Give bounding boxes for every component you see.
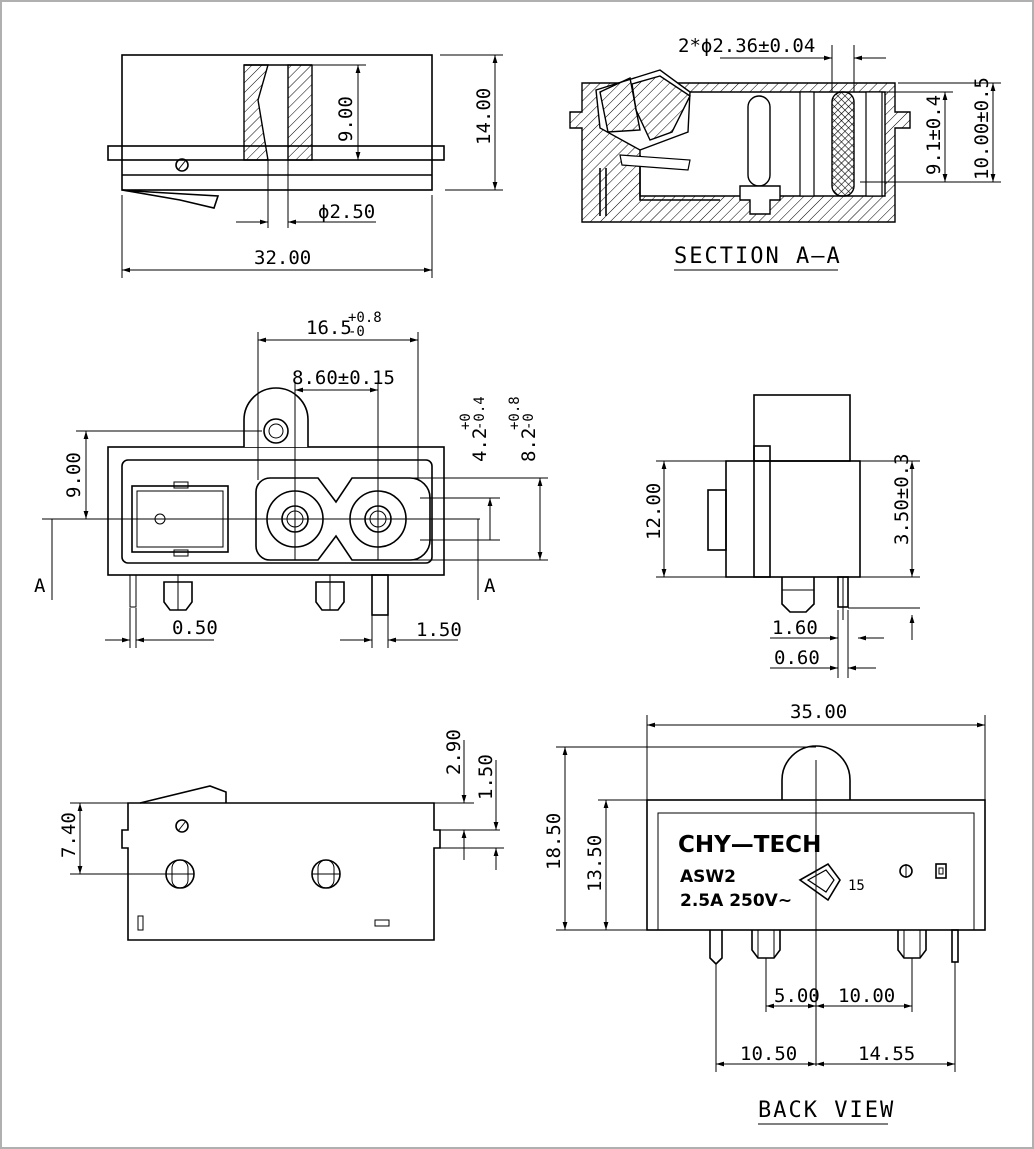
dim-top-inner-height: 9.00 <box>335 96 357 142</box>
front-view <box>107 387 445 616</box>
dim-front-pitch: 8.60±0.15 <box>292 367 395 389</box>
section-view-dims: 2*ϕ2.36±0.04 9.1±0.4 10.00±0.5 SECTION A… <box>674 35 1001 271</box>
label-model: ASW2 <box>680 867 736 887</box>
dim-bottom-a: 2.90 <box>443 729 465 775</box>
side-view-dims: 12.00 3.50±0.3 1.60 0.60 <box>643 453 920 678</box>
bottom-view <box>121 785 441 941</box>
front-view-dims: 16.5 +0.8 -0 8.60±0.15 9.00 4.2 +0 -0.4 … <box>34 310 548 648</box>
back-view: CHY—TECH ASW2 2.5A 250V~ 15 <box>646 745 986 1066</box>
dim-side-pin-1: 1.60 <box>772 617 818 639</box>
dim-front-v2: 8.2 <box>518 428 540 462</box>
dim-side-pin-2: 0.60 <box>774 647 820 669</box>
dim-section-h2: 10.00±0.5 <box>971 77 993 180</box>
dim-front-pin-off: 1.50 <box>416 619 462 641</box>
label-rating: 2.5A 250V~ <box>680 891 792 911</box>
dim-front-width-sub: -0 <box>348 324 365 340</box>
dim-back-h1: 18.50 <box>543 813 565 870</box>
dim-bottom-h: 7.40 <box>58 812 80 858</box>
dim-front-v1-sup: +0 <box>458 413 474 430</box>
dim-front-v2-sub: -0 <box>521 413 537 430</box>
dim-back-d1: 5.00 <box>774 985 820 1007</box>
dim-front-pin-w: 0.50 <box>172 617 218 639</box>
dim-back-d2: 10.00 <box>838 985 895 1007</box>
dim-front-left-h: 9.00 <box>63 452 85 498</box>
dim-side-offset: 3.50±0.3 <box>891 453 913 545</box>
dim-bottom-b: 1.50 <box>475 754 497 800</box>
section-marker-left: A <box>34 575 46 597</box>
dim-back-d4: 14.55 <box>858 1043 915 1065</box>
cert-number: 15 <box>848 878 865 894</box>
dim-section-h1: 9.1±0.4 <box>923 95 945 175</box>
dim-section-holes: 2*ϕ2.36±0.04 <box>678 35 815 57</box>
side-view <box>707 394 861 620</box>
section-marker-right: A <box>484 575 496 597</box>
top-view-dims: 32.00 14.00 9.00 ϕ2.50 <box>121 54 503 278</box>
certification-mark-icon: 15 <box>798 862 865 902</box>
dim-front-v2-sup: +0.8 <box>507 396 523 430</box>
dim-top-width: 32.00 <box>254 247 311 269</box>
bottom-view-dims: 7.40 2.90 1.50 <box>58 729 504 875</box>
dim-front-width-sup: +0.8 <box>348 310 382 326</box>
back-view-title: BACK VIEW <box>758 1098 895 1123</box>
dim-back-h2: 13.50 <box>584 835 606 892</box>
dim-front-width: 16.5 <box>306 317 352 339</box>
back-view-dims: 35.00 18.50 13.50 5.00 10.00 10.50 14.55… <box>543 701 986 1125</box>
top-view <box>107 54 445 228</box>
dim-back-d3: 10.50 <box>740 1043 797 1065</box>
dim-front-v1: 4.2 <box>469 428 491 462</box>
section-view <box>569 69 911 223</box>
dim-front-v1-sub: -0.4 <box>472 396 488 430</box>
section-title: SECTION A—A <box>674 244 842 269</box>
dim-top-height: 14.00 <box>473 88 495 145</box>
dim-back-width: 35.00 <box>790 701 847 723</box>
dim-side-height: 12.00 <box>643 483 665 540</box>
label-brand: CHY—TECH <box>678 832 821 858</box>
dim-top-pin-dia: ϕ2.50 <box>318 201 375 223</box>
